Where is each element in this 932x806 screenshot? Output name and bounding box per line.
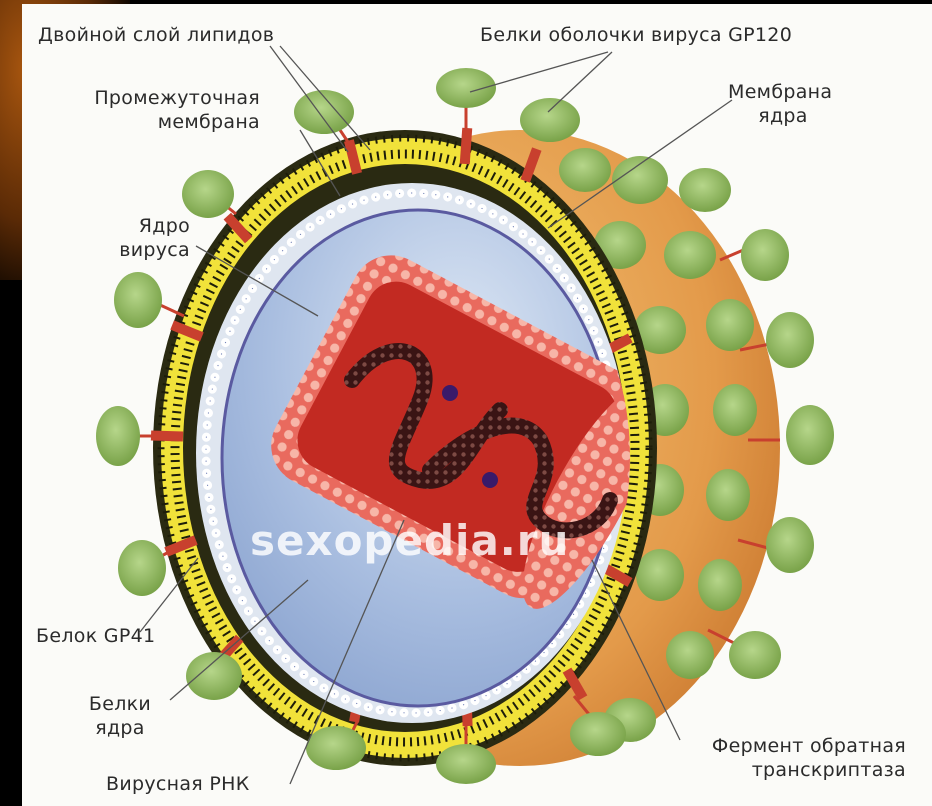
label-gp120: Белки оболочки вируса GP120 [480,23,792,47]
label-virus-core: Ядро вируса [40,214,190,262]
label-core-membrane-line1: Мембрана [728,80,838,104]
label-reverse-transcriptase-line1: Фермент обратная [600,734,906,758]
label-core-membrane: Мембрана ядра [728,80,838,128]
label-reverse-transcriptase-line2: транскриптаза [600,758,906,782]
label-core-proteins: Белки ядра [70,692,170,740]
watermark: sexopedia.ru [250,516,569,565]
label-core-proteins-line1: Белки [70,692,170,716]
label-lipid-bilayer: Двойной слой липидов [38,23,274,47]
label-intermediate-membrane-line2: мембрана [40,110,260,134]
label-intermediate-membrane: Промежуточная мембрана [40,86,260,134]
label-virus-core-line1: Ядро [40,214,190,238]
label-intermediate-membrane-line1: Промежуточная [40,86,260,110]
label-viral-rna: Вирусная РНК [106,772,250,796]
label-core-membrane-line2: ядра [728,104,838,128]
label-core-proteins-line2: ядра [70,716,170,740]
label-gp41: Белок GP41 [36,624,155,648]
label-virus-core-line2: вируса [40,238,190,262]
label-reverse-transcriptase: Фермент обратная транскриптаза [600,734,906,782]
